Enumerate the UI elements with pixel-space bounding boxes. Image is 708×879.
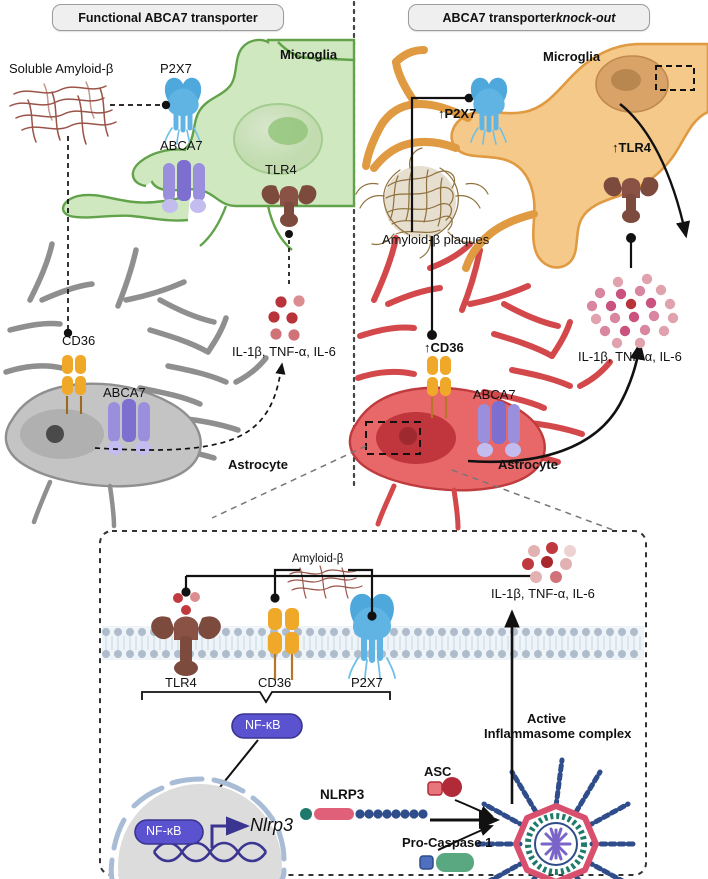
label-nfkb-cytoplasm: NF-κB (245, 718, 281, 732)
nfkb-nucleus-pill (134, 819, 204, 845)
panel-title-left-text: Functional ABCA7 transporter (78, 10, 258, 25)
cytokine-cluster-left (268, 295, 305, 341)
label-p2x7-right: ↑P2X7 (438, 106, 477, 121)
label-cd36-inset: CD36 (258, 675, 292, 690)
cytokine-cluster-right (586, 273, 679, 349)
label-tlr4-right: ↑TLR4 (612, 140, 651, 155)
soluble-amyloid-beta-fibrils (9, 81, 117, 145)
arrow-procaspase-join (437, 824, 494, 851)
label-procaspase: Pro-Caspase 1 (402, 835, 493, 850)
label-plaques-right: Amyloid-β plaques (382, 232, 490, 247)
astrocyte-ko-zoom-box (365, 421, 421, 455)
arrow-microglia-to-cytokines-right (619, 103, 691, 239)
label-nlrp3-gene: Nlrp3 (250, 815, 294, 835)
label-inflammasome-line1: Active (527, 711, 567, 726)
nfkb-cytoplasm-pill (231, 713, 303, 739)
panel-title-right-italic: knock-out (555, 10, 616, 25)
label-tlr4-inset: TLR4 (165, 675, 197, 690)
receptor-bracket (141, 691, 391, 704)
label-cytokines-inset: IL-1β, TNF-α, IL-6 (491, 586, 595, 601)
label-cytokines-right: IL-1β, TNF-α, IL-6 (578, 349, 682, 364)
abca7-astrocyte-left (107, 399, 151, 455)
bus-line-cd36 (273, 568, 300, 596)
cd36-left (62, 355, 86, 414)
label-cd36-right: ↑CD36 (424, 340, 464, 355)
tlr4-right (603, 177, 659, 223)
label-astrocyte-right: Astrocyte (498, 457, 558, 472)
microglia-ko-zoom-box (655, 65, 695, 91)
panel-title-right-text: ABCA7 transporter (442, 10, 556, 25)
label-microglia-right: Microglia (543, 49, 601, 64)
label-tlr4-left: TLR4 (265, 162, 297, 177)
transcription-arrow (210, 816, 250, 848)
label-nlrp3: NLRP3 (320, 787, 365, 802)
label-nfkb-nucleus: NF-κB (146, 824, 182, 838)
label-p2x7-left: P2X7 (160, 61, 192, 76)
panel-title-right: ABCA7 transporter knock-out (408, 4, 650, 31)
amyloid-beta-plaque (355, 147, 489, 259)
asc-molecule (427, 777, 462, 797)
label-abeta-inset: Amyloid-β (292, 553, 344, 565)
p2x7-inset (348, 593, 396, 681)
label-inflammasome-line2: Inflammasome complex (484, 726, 632, 741)
label-abca7-astrocyte-left: ABCA7 (103, 385, 146, 400)
cd36-right (427, 356, 451, 418)
arrow-asc-join (454, 799, 494, 818)
label-asc: ASC (424, 764, 452, 779)
label-cytokines-left: IL-1β, TNF-α, IL-6 (232, 344, 336, 359)
astrocyte-ko (348, 235, 613, 531)
inflammasome-complex (473, 757, 639, 879)
astrocyte-ko-nucleolus (399, 427, 417, 445)
tlr4-inset (151, 592, 221, 676)
tlr4-left (261, 185, 317, 227)
label-microglia-left: Microglia (280, 47, 338, 62)
arrow-astrocyte-to-cytokines-right (467, 341, 646, 464)
inset-connector-right (451, 469, 641, 541)
nlrp3-construct (300, 808, 428, 820)
arrow-plaque-to-p2x7 (410, 96, 466, 232)
panel-title-left: Functional ABCA7 transporter (52, 4, 284, 31)
label-astrocyte-left: Astrocyte (228, 457, 288, 472)
label-cd36-left: CD36 (62, 333, 96, 348)
astrocyte-healthy-nucleolus (46, 425, 64, 443)
abca7-astrocyte-right (477, 401, 521, 457)
label-soluble-abeta: Soluble Amyloid-β (9, 61, 114, 76)
bus-line-p2x7 (348, 568, 374, 614)
microglia-ko (362, 42, 708, 272)
cd36-inset (268, 608, 299, 680)
arrow-astrocyte-to-cytokines-left (94, 362, 286, 451)
procaspase-molecule (419, 853, 474, 872)
label-abca7-microglia-left: ABCA7 (160, 138, 203, 153)
label-p2x7-inset: P2X7 (351, 675, 383, 690)
cytokine-cluster-inset (522, 542, 576, 583)
p2x7-receptor-left (164, 77, 202, 145)
p2x7-receptor-right (470, 77, 508, 145)
astrocyte-healthy (3, 241, 269, 529)
label-abca7-astrocyte-right: ABCA7 (473, 387, 516, 402)
amyloid-beta-inset-fibrils (287, 565, 363, 599)
abca7-microglia-left (162, 160, 206, 213)
